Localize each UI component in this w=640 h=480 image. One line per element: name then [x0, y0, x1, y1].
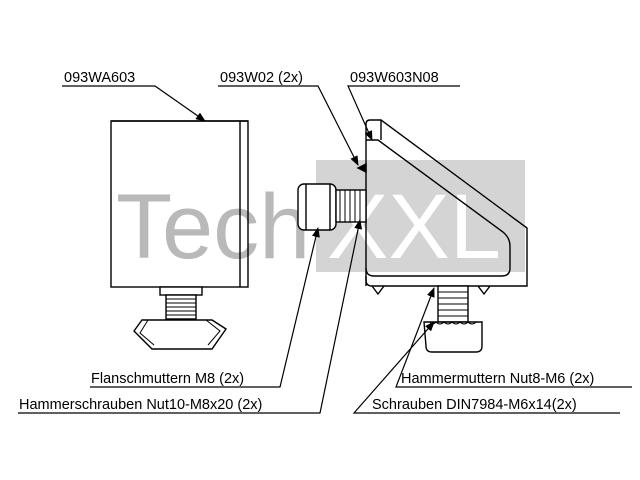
block-093w603n08 [365, 119, 528, 296]
leader-flanschmuttern [90, 227, 320, 388]
leader-hammerschrauben [18, 219, 363, 414]
leader-093w02 [218, 85, 359, 166]
watermark-text-left: Tech [116, 176, 310, 278]
labels: 093WA603 093W02 (2x) 093W603N08 Flanschm… [19, 70, 594, 413]
screw-and-hammer-nut [423, 285, 483, 353]
leader-schrauben [352, 321, 620, 414]
label-093w603n08: 093W603N08 [350, 70, 439, 86]
leader-hammermuttern [395, 287, 632, 388]
block-093wa603 [110, 120, 249, 350]
label-093wa603: 093WA603 [64, 70, 135, 86]
leader-lines [18, 85, 632, 414]
label-schrauben: Schrauben DIN7984-M6x14(2x) [372, 397, 577, 413]
label-hammerschrauben: Hammerschrauben Nut10-M8x20 (2x) [19, 397, 262, 413]
leader-093wa603 [62, 85, 206, 122]
label-hammermuttern: Hammermuttern Nut8-M6 (2x) [401, 371, 594, 387]
label-flanschmuttern: Flanschmuttern M8 (2x) [91, 371, 244, 387]
leader-093w603n08 [347, 85, 460, 141]
label-093w02: 093W02 (2x) [220, 70, 303, 86]
flange-nut-and-screw [297, 162, 367, 231]
